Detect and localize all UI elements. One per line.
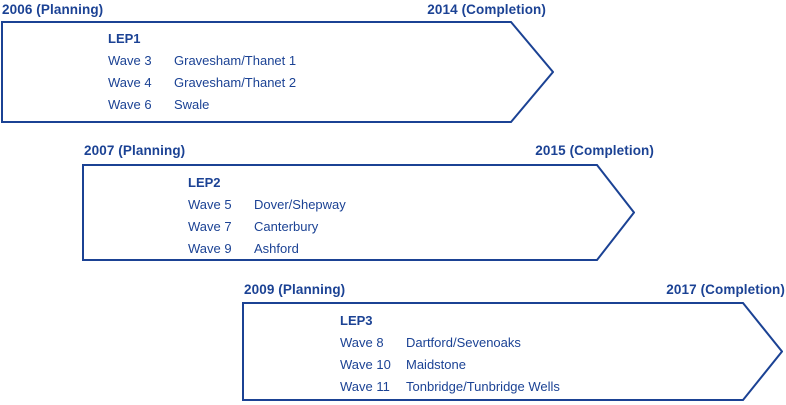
wave-area: Dover/Shepway bbox=[254, 197, 346, 212]
lep2-arrow-shape bbox=[82, 164, 635, 261]
wave-number: Wave 6 bbox=[108, 97, 152, 112]
lep2-wave-row: Wave 9 Ashford bbox=[188, 238, 346, 260]
lep3-wave-row: Wave 8 Dartford/Sevenoaks bbox=[340, 332, 560, 354]
lep1-wave-row: Wave 4 Gravesham/Thanet 2 bbox=[108, 72, 296, 94]
lep1-planning-year-label: 2006 (Planning) bbox=[2, 2, 104, 17]
wave-area: Tonbridge/Tunbridge Wells bbox=[406, 379, 560, 394]
lep3-arrow-shape bbox=[242, 302, 783, 401]
lep2-timeline-arrow bbox=[82, 164, 635, 261]
wave-area: Swale bbox=[174, 97, 210, 112]
lep2-completion-year-label: 2015 (Completion) bbox=[535, 143, 654, 158]
wave-area: Maidstone bbox=[406, 357, 466, 372]
lep2-wave-row: Wave 7 Canterbury bbox=[188, 216, 346, 238]
lep1-timeline-arrow bbox=[1, 21, 554, 123]
lep3-wave-row: Wave 11 Tonbridge/Tunbridge Wells bbox=[340, 376, 560, 398]
wave-number: Wave 3 bbox=[108, 53, 152, 68]
lep2-title: LEP2 bbox=[188, 175, 221, 190]
lep1-wave-row: Wave 6 Swale bbox=[108, 94, 296, 116]
wave-area: Canterbury bbox=[254, 219, 319, 234]
wave-number: Wave 11 bbox=[340, 379, 390, 394]
lep1-content: LEP1 Wave 3 Gravesham/Thanet 1 Wave 4 Gr… bbox=[108, 28, 296, 116]
lep2-planning-year-label: 2007 (Planning) bbox=[84, 143, 186, 158]
wave-number: Wave 9 bbox=[188, 241, 232, 256]
lep2-wave-row: Wave 5 Dover/Shepway bbox=[188, 194, 346, 216]
wave-number: Wave 7 bbox=[188, 219, 232, 234]
wave-area: Gravesham/Thanet 2 bbox=[174, 75, 297, 90]
lep3-completion-year-label: 2017 (Completion) bbox=[666, 282, 785, 297]
wave-number: Wave 4 bbox=[108, 75, 152, 90]
lep1-wave-row: Wave 3 Gravesham/Thanet 1 bbox=[108, 50, 296, 72]
lep3-wave-row: Wave 10 Maidstone bbox=[340, 354, 560, 376]
wave-area: Ashford bbox=[254, 241, 299, 256]
lep1-completion-year-label: 2014 (Completion) bbox=[427, 2, 546, 17]
lep2-content: LEP2 Wave 5 Dover/Shepway Wave 7 Canterb… bbox=[188, 172, 346, 260]
wave-number: Wave 10 bbox=[340, 357, 391, 372]
lep3-planning-year-label: 2009 (Planning) bbox=[244, 282, 346, 297]
wave-area: Dartford/Sevenoaks bbox=[406, 335, 521, 350]
lep3-title: LEP3 bbox=[340, 313, 373, 328]
wave-number: Wave 5 bbox=[188, 197, 232, 212]
lep1-title: LEP1 bbox=[108, 31, 141, 46]
lep3-content: LEP3 Wave 8 Dartford/Sevenoaks Wave 10 M… bbox=[340, 310, 560, 398]
wave-number: Wave 8 bbox=[340, 335, 384, 350]
wave-area: Gravesham/Thanet 1 bbox=[174, 53, 297, 68]
lep3-timeline-arrow bbox=[242, 302, 783, 401]
lep1-arrow-shape bbox=[1, 21, 554, 123]
